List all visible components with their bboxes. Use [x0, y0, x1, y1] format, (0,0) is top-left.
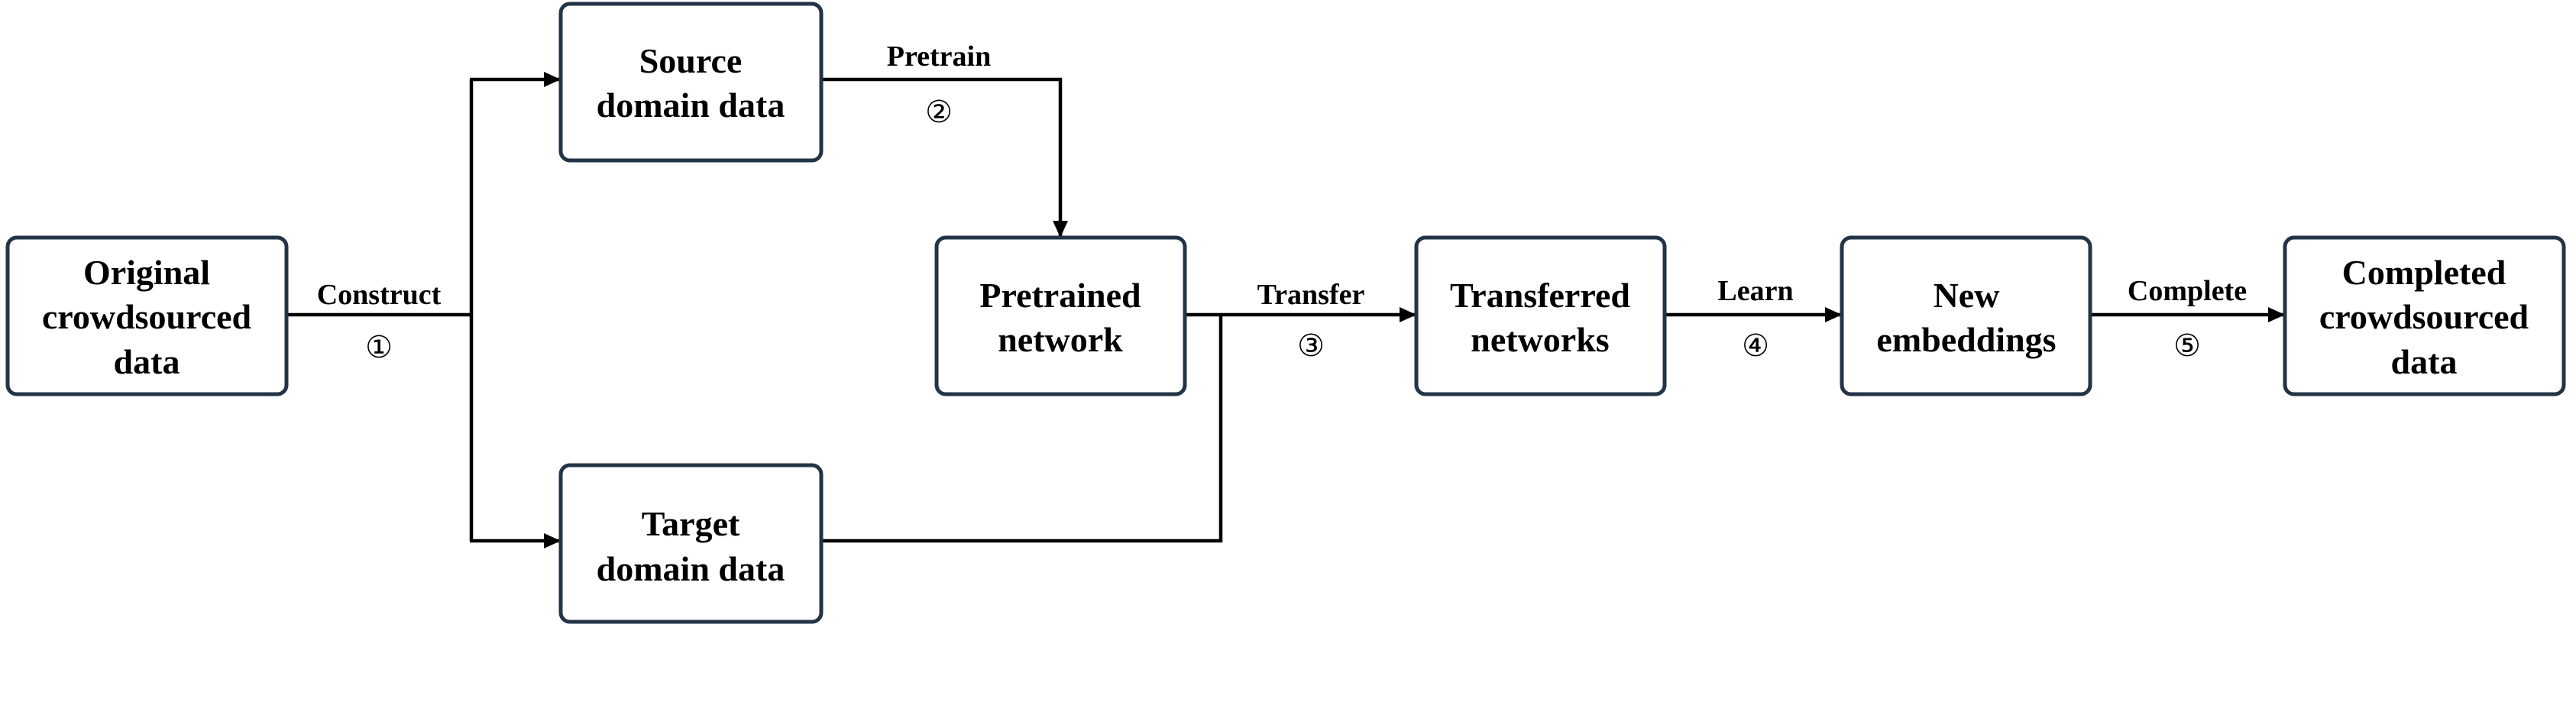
node-target-line-1: Target: [642, 504, 740, 543]
edge-label-transfer: Transfer: [1257, 279, 1365, 311]
node-completed-line-1: Completed: [2342, 253, 2506, 292]
node-transferred-line-2: networks: [1471, 320, 1609, 359]
step-marker-4: ④: [1742, 328, 1769, 364]
step-marker-5: ⑤: [2173, 328, 2201, 364]
node-pretrained-line-2: network: [998, 320, 1123, 359]
node-pretrained-network: Pretrained network: [934, 235, 1187, 396]
node-embeddings-line-1: New: [1934, 276, 2000, 315]
node-original-line-3: data: [114, 342, 180, 381]
edge-target-merge: [821, 313, 1223, 543]
node-original-line-1: Original: [83, 253, 210, 292]
node-completed-data: Completed crowdsourced data: [2283, 235, 2566, 396]
step-marker-3: ③: [1297, 328, 1325, 364]
node-original-data: Original crowdsourced data: [5, 235, 289, 396]
step-marker-2: ②: [925, 95, 953, 130]
node-original-line-2: crowdsourced: [42, 297, 252, 336]
node-source-line-2: domain data: [597, 86, 785, 125]
node-new-embeddings: New embeddings: [1840, 235, 2092, 396]
node-source-line-1: Source: [639, 41, 743, 80]
edge-label-complete: Complete: [2128, 275, 2247, 307]
node-completed-line-2: crowdsourced: [2319, 297, 2529, 336]
node-embeddings-line-2: embeddings: [1876, 320, 2056, 359]
edge-label-pretrain: Pretrain: [887, 40, 991, 73]
node-pretrained-line-1: Pretrained: [979, 276, 1141, 315]
edge-pretrain: [821, 77, 1068, 238]
node-source-domain-data: Source domain data: [558, 2, 824, 163]
node-transferred-line-1: Transferred: [1450, 276, 1630, 315]
edge-label-construct: Construct: [317, 279, 442, 311]
node-target-line-2: domain data: [597, 549, 785, 588]
node-completed-line-3: data: [2391, 342, 2458, 381]
node-transferred-networks: Transferred networks: [1414, 235, 1667, 396]
edge-label-learn: Learn: [1717, 275, 1793, 307]
step-marker-1: ①: [365, 330, 393, 365]
node-target-domain-data: Target domain data: [558, 463, 824, 624]
